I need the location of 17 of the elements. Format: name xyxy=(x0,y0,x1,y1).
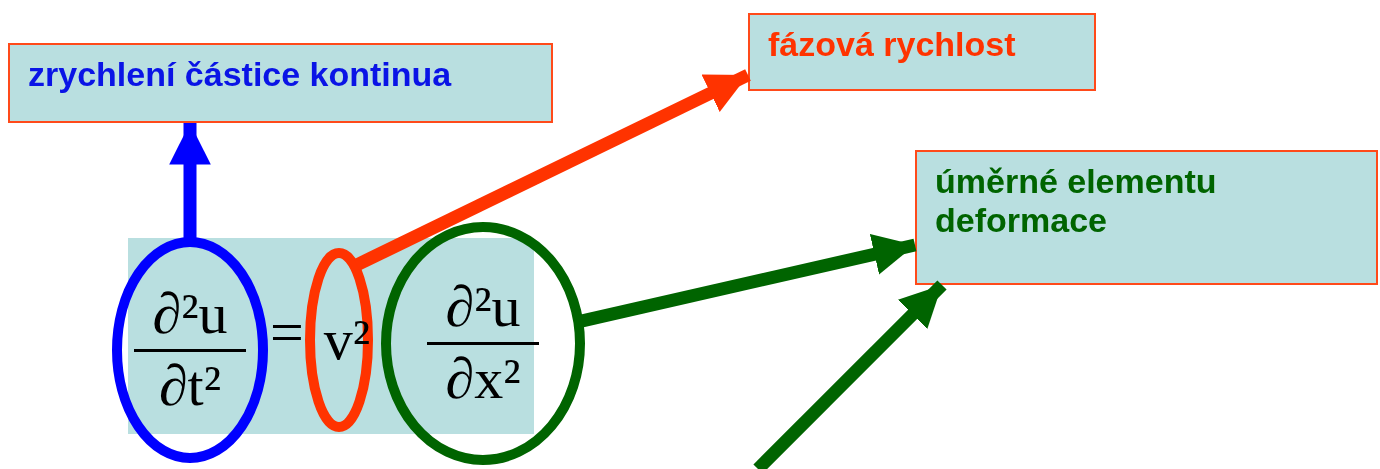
label-box xyxy=(748,13,1096,91)
label-text: zrychlení částice kontinua xyxy=(28,55,452,93)
equation-background xyxy=(128,238,534,434)
label-text: úměrné elementu deformace xyxy=(935,162,1217,239)
equals-sign: = xyxy=(270,298,304,367)
highlight-ellipse xyxy=(381,222,585,465)
denominator: ∂x² xyxy=(445,349,521,410)
label-box xyxy=(8,43,553,123)
arrow xyxy=(753,280,947,469)
numerator: ∂²u xyxy=(152,283,228,345)
numerator: ∂²u xyxy=(445,277,521,338)
label-box xyxy=(915,150,1378,285)
label-text: fázová rychlost xyxy=(768,25,1016,63)
arrow xyxy=(579,233,917,328)
highlight-ellipse xyxy=(112,237,268,463)
arrow xyxy=(169,123,211,239)
denominator: ∂t² xyxy=(158,355,222,417)
